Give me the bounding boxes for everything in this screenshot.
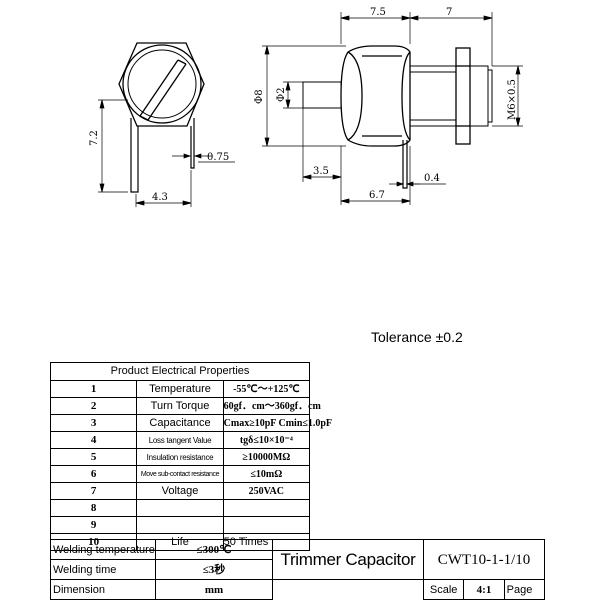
table-row: 7 Voltage 250VAC bbox=[49, 482, 311, 500]
row-number: 4 bbox=[49, 431, 138, 449]
property-name: Turn Torque bbox=[136, 397, 224, 415]
table-row: 4 Loss tangent Value tgδ≤10×10⁻⁴ bbox=[49, 431, 311, 449]
side-pin bbox=[302, 81, 342, 109]
title-block-row: Dimension mm Scale 4:1 Page bbox=[50, 579, 546, 600]
welding-temperature-label: Welding temperature bbox=[50, 539, 156, 560]
rotor-inner-circle bbox=[127, 49, 197, 119]
row-number: 1 bbox=[49, 380, 138, 398]
row-number: 6 bbox=[49, 465, 138, 483]
side-view bbox=[262, 12, 523, 205]
property-value: ≤10mΩ bbox=[222, 465, 311, 483]
table-row: 2 Turn Torque 60gf．cm～360gf．cm bbox=[49, 397, 321, 415]
dim-label-phi-pin: Φ2 bbox=[276, 87, 287, 102]
property-value bbox=[222, 499, 311, 517]
property-value: ≥10000MΩ bbox=[222, 448, 311, 466]
scale-label: Scale bbox=[422, 579, 465, 600]
part-number: CWT10-1-1/10 bbox=[423, 539, 545, 580]
dim-label-top-left: 7.5 bbox=[370, 7, 386, 18]
table-row: 3 Capacitance Cmax≥10pF Cmin≤1.0pF bbox=[49, 414, 332, 432]
side-lead bbox=[402, 140, 408, 189]
dim-label-phi-body: Φ8 bbox=[254, 89, 265, 104]
scale-value: 4:1 bbox=[463, 579, 505, 600]
electrical-properties-table: Product Electrical Properties 1 Temperat… bbox=[49, 362, 332, 551]
dim-label-body-len: 6.7 bbox=[369, 190, 385, 201]
hex-nut-outline bbox=[118, 42, 205, 127]
property-value bbox=[222, 516, 311, 534]
property-name: Temperature bbox=[136, 380, 224, 398]
properties-caption-row: Product Electrical Properties bbox=[50, 362, 310, 381]
side-nut bbox=[455, 47, 471, 145]
dim-top bbox=[340, 12, 493, 66]
dim-phi-body bbox=[262, 45, 346, 147]
row-number: 3 bbox=[49, 414, 138, 432]
property-name: Insulation resistance bbox=[136, 448, 224, 466]
product-name: Trimmer Capacitor bbox=[272, 539, 424, 580]
title-block-row: Welding time ≤3秒 bbox=[50, 559, 545, 580]
dim-label-front-width: 4.3 bbox=[152, 192, 168, 203]
property-value: 60gf．cm～360gf．cm bbox=[222, 397, 321, 415]
property-name bbox=[136, 516, 224, 534]
trimmer-rotor-circle bbox=[122, 44, 202, 124]
dim-label-lead-dia: 0.4 bbox=[424, 173, 440, 184]
dim-thread bbox=[492, 65, 523, 127]
dim-label-front-height: 7.2 bbox=[89, 130, 100, 146]
screw-slot bbox=[139, 59, 187, 121]
dim-label-top-right: 7 bbox=[446, 7, 452, 18]
property-name: Voltage bbox=[136, 482, 224, 500]
table-row: 5 Insulation resistance ≥10000MΩ bbox=[49, 448, 311, 466]
dim-front-lead bbox=[172, 153, 235, 163]
front-leads bbox=[130, 118, 195, 193]
property-name: Move sub-contact resistance bbox=[136, 465, 224, 483]
property-name: Loss tangent Value bbox=[136, 431, 224, 449]
side-neck bbox=[409, 65, 457, 127]
dimension-label: Dimension bbox=[50, 579, 156, 600]
blank-cell bbox=[272, 579, 424, 600]
dim-label-front-lead: 0.75 bbox=[207, 152, 229, 163]
dim-front-width bbox=[135, 170, 192, 207]
property-value: -55℃～+125℃ bbox=[222, 380, 311, 398]
dim-body-len bbox=[340, 146, 411, 205]
welding-time-value: ≤3秒 bbox=[155, 559, 273, 580]
title-block: Welding temperature ≤300℃ Trimmer Capaci… bbox=[50, 539, 546, 600]
row-number: 9 bbox=[49, 516, 138, 534]
tolerance-note: Tolerance ±0.2 bbox=[371, 329, 463, 345]
dimension-value: mm bbox=[155, 579, 273, 600]
property-value: Cmax≥10pF Cmin≤1.0pF bbox=[222, 414, 332, 432]
property-value: tgδ≤10×10⁻⁴ bbox=[222, 431, 311, 449]
property-value: 250VAC bbox=[222, 482, 311, 500]
properties-title: Product Electrical Properties bbox=[50, 362, 310, 381]
row-number: 7 bbox=[49, 482, 138, 500]
row-number: 2 bbox=[49, 397, 138, 415]
welding-time-label: Welding time bbox=[50, 559, 156, 580]
row-number: 8 bbox=[49, 499, 138, 517]
property-name bbox=[136, 499, 224, 517]
table-row: 8 bbox=[49, 499, 311, 517]
dim-label-pin-len: 3.5 bbox=[313, 166, 329, 177]
front-view bbox=[98, 42, 235, 207]
table-row: 9 bbox=[49, 516, 311, 534]
welding-temperature-value: ≤300℃ bbox=[155, 539, 273, 560]
dim-pin-len bbox=[302, 108, 342, 205]
side-body bbox=[340, 45, 411, 147]
dim-front-height bbox=[98, 99, 128, 193]
title-block-row: Welding temperature ≤300℃ Trimmer Capaci… bbox=[50, 539, 545, 580]
page-label: Page bbox=[503, 579, 546, 600]
dim-label-thread: M6×0.5 bbox=[507, 79, 518, 120]
table-row: 1 Temperature -55℃～+125℃ bbox=[49, 380, 311, 398]
dim-phi-pin bbox=[283, 81, 303, 109]
property-name: Capacitance bbox=[136, 414, 224, 432]
row-number: 5 bbox=[49, 448, 138, 466]
table-row: 6 Move sub-contact resistance ≤10mΩ bbox=[49, 465, 311, 483]
side-thread bbox=[469, 65, 493, 127]
